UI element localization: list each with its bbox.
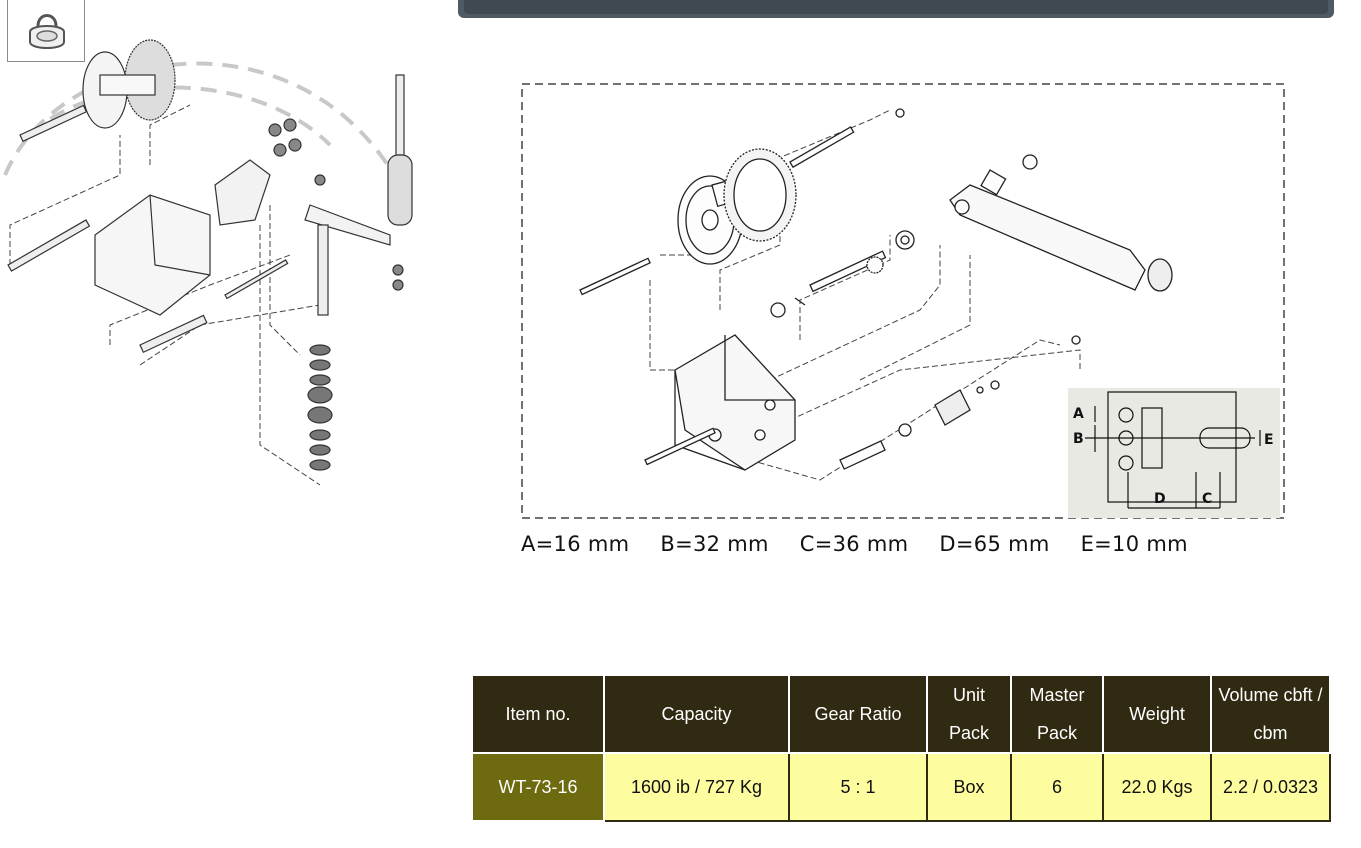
header-master-pack-line2: Pack <box>1036 723 1078 743</box>
header-unit-pack-line1: Unit <box>952 685 985 705</box>
inset-label-a: A <box>1073 406 1084 422</box>
header-volume: Volume cbft / cbm <box>1210 674 1331 754</box>
header-gear-ratio: Gear Ratio <box>788 674 928 754</box>
cell-unit-pack: Box <box>926 752 1012 822</box>
lock-bracket-thumbnail[interactable] <box>7 0 85 62</box>
header-master-pack: Master Pack <box>1010 674 1104 754</box>
dimension-c: C=36 mm <box>799 532 909 556</box>
inset-label-d: D <box>1154 491 1166 507</box>
header-volume-line1: Volume cbft / <box>1218 685 1323 705</box>
cell-master-pack: 6 <box>1010 752 1104 822</box>
header-volume-line2: cbm <box>1253 723 1288 743</box>
diagram-frame <box>521 83 1285 519</box>
header-unit-pack-line2: Pack <box>948 723 990 743</box>
cell-volume: 2.2 / 0.0323 <box>1210 752 1331 822</box>
dimension-legend: A=16 mm B=32 mm C=36 mm D=65 mm E=10 mm <box>521 532 1212 556</box>
inset-label-c: C <box>1202 491 1212 507</box>
header-unit-pack: Unit Pack <box>926 674 1012 754</box>
header-weight: Weight <box>1102 674 1212 754</box>
lock-bracket-icon <box>29 14 65 49</box>
spec-table: Item no. Capacity Gear Ratio Unit Pack M… <box>471 674 1331 822</box>
spec-table-header-row: Item no. Capacity Gear Ratio Unit Pack M… <box>471 674 1331 754</box>
header-bar <box>458 0 1334 18</box>
cell-item-no: WT-73-16 <box>471 752 605 822</box>
left-winch-diagram <box>3 39 413 486</box>
header-item-no: Item no. <box>471 674 605 754</box>
dimension-a: A=16 mm <box>521 532 630 556</box>
table-row: WT-73-16 1600 ib / 727 Kg 5 : 1 Box 6 22… <box>471 752 1331 822</box>
header-capacity: Capacity <box>603 674 790 754</box>
dimension-inset <box>1068 388 1280 518</box>
cell-weight: 22.0 Kgs <box>1102 752 1212 822</box>
inset-label-e: E <box>1264 432 1274 448</box>
inset-label-b: B <box>1073 431 1084 447</box>
cell-gear-ratio: 5 : 1 <box>788 752 928 822</box>
dimension-b: B=32 mm <box>660 532 769 556</box>
header-master-pack-line1: Master <box>1029 685 1085 705</box>
right-winch-diagram: A B D C E <box>521 83 1285 519</box>
dimension-e: E=10 mm <box>1080 532 1188 556</box>
dimension-d: D=65 mm <box>939 532 1050 556</box>
header-bar-inner <box>464 0 1328 14</box>
cell-capacity: 1600 ib / 727 Kg <box>603 752 790 822</box>
